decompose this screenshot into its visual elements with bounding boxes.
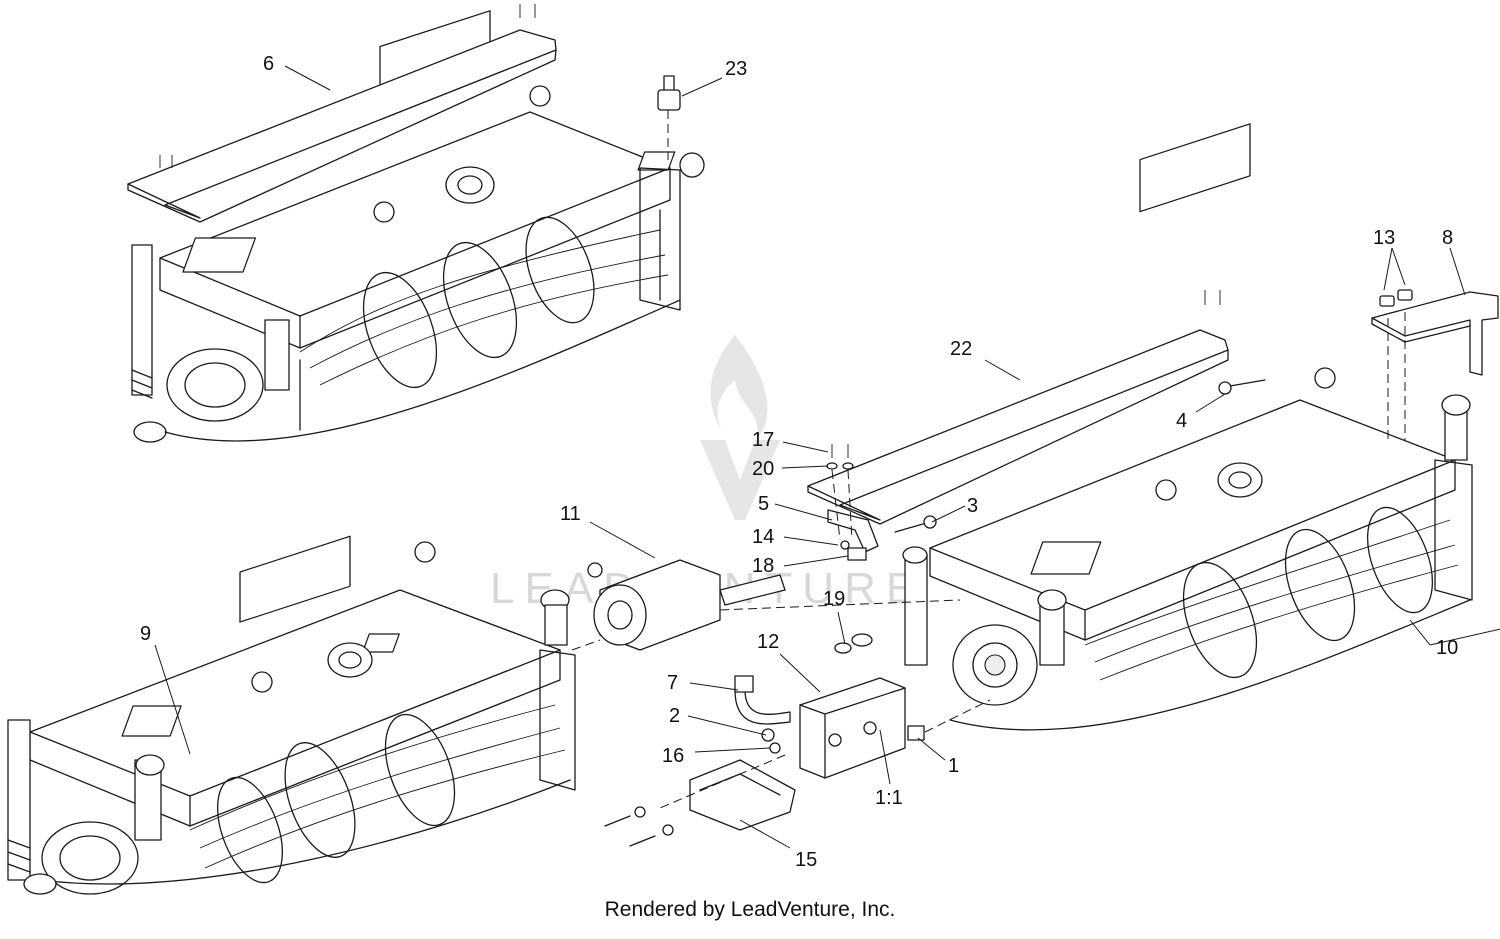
callout-23: 23 [725, 58, 747, 80]
alignment-lines [571, 110, 1406, 809]
callout-11: 11 [560, 503, 581, 525]
callout-8: 8 [1442, 227, 1453, 249]
callout-14: 14 [752, 526, 774, 548]
callout-labels: 6 23 13 8 22 4 17 20 5 14 18 3 11 19 10 … [140, 53, 1458, 871]
callout-7: 7 [667, 672, 678, 694]
callout-4: 4 [1176, 410, 1187, 432]
small-hardware [826, 379, 1266, 654]
callout-leaders [154, 65, 1500, 849]
callout-2: 2 [669, 705, 680, 727]
callout-15: 15 [795, 849, 817, 871]
watermark-v-icon [700, 440, 780, 520]
callout-18: 18 [752, 555, 774, 577]
reel-assembly-bottom-left [7, 535, 576, 895]
callout-1: 1 [948, 755, 959, 777]
part-23-fitting [657, 75, 681, 111]
callout-12: 12 [757, 631, 779, 653]
part-6-shield [127, 4, 557, 223]
part-22-shield [807, 290, 1229, 525]
callout-9: 9 [140, 623, 151, 645]
callout-10: 10 [1436, 637, 1458, 659]
callout-19: 19 [823, 588, 845, 610]
credit-line: Rendered by LeadVenture, Inc. [604, 898, 896, 921]
callout-13: 13 [1373, 227, 1395, 249]
part-11-motor [587, 559, 786, 651]
callout-17: 17 [752, 429, 774, 451]
callout-6: 6 [263, 53, 274, 75]
callout-16: 16 [662, 745, 684, 767]
callout-20: 20 [752, 458, 774, 480]
reel-assembly-right [902, 123, 1473, 731]
part-15-bracket [604, 759, 796, 847]
part-12-valve-block [734, 675, 925, 779]
callout-3: 3 [967, 495, 978, 517]
callout-1-1: 1:1 [875, 787, 903, 809]
watermark-flame-icon [710, 335, 768, 438]
callout-22: 22 [950, 338, 972, 360]
callout-5: 5 [758, 493, 769, 515]
